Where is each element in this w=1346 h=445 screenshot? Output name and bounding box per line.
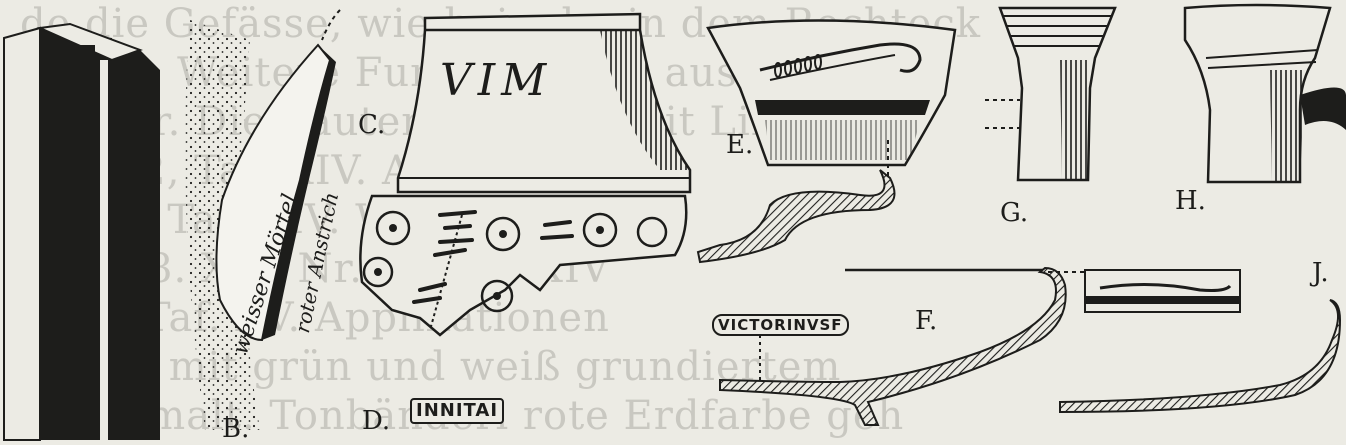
vim-graffito: VIM bbox=[440, 55, 553, 106]
wall-section-drawing bbox=[185, 9, 341, 430]
figure-label-b: B. bbox=[222, 414, 250, 444]
victorinus-stamp: VICTORINVSF bbox=[712, 314, 849, 336]
plate-profile-f-drawing bbox=[719, 266, 1067, 426]
jug-h-drawing bbox=[1183, 3, 1346, 184]
innitai-stamp: INNITAI bbox=[410, 398, 505, 424]
vessel-c-drawing bbox=[359, 12, 692, 337]
bowl-fragment-j-drawing bbox=[1048, 269, 1342, 414]
figure-label-f: F. bbox=[915, 306, 938, 336]
bowl-fragment-e-drawing bbox=[696, 19, 957, 264]
beaker-g-drawing bbox=[985, 6, 1117, 182]
figure-label-e: E. bbox=[726, 130, 754, 160]
wooden-beam-drawing bbox=[3, 22, 160, 441]
figure-label-j: J. bbox=[1312, 258, 1329, 288]
background-line: schale mit grün und weiß grundiertem bbox=[20, 344, 842, 390]
figure-label-h: H. bbox=[1175, 186, 1206, 216]
figure-label-d: D. bbox=[362, 406, 391, 436]
figure-label-c: C. bbox=[358, 110, 386, 140]
figure-label-g: G. bbox=[1000, 198, 1029, 228]
